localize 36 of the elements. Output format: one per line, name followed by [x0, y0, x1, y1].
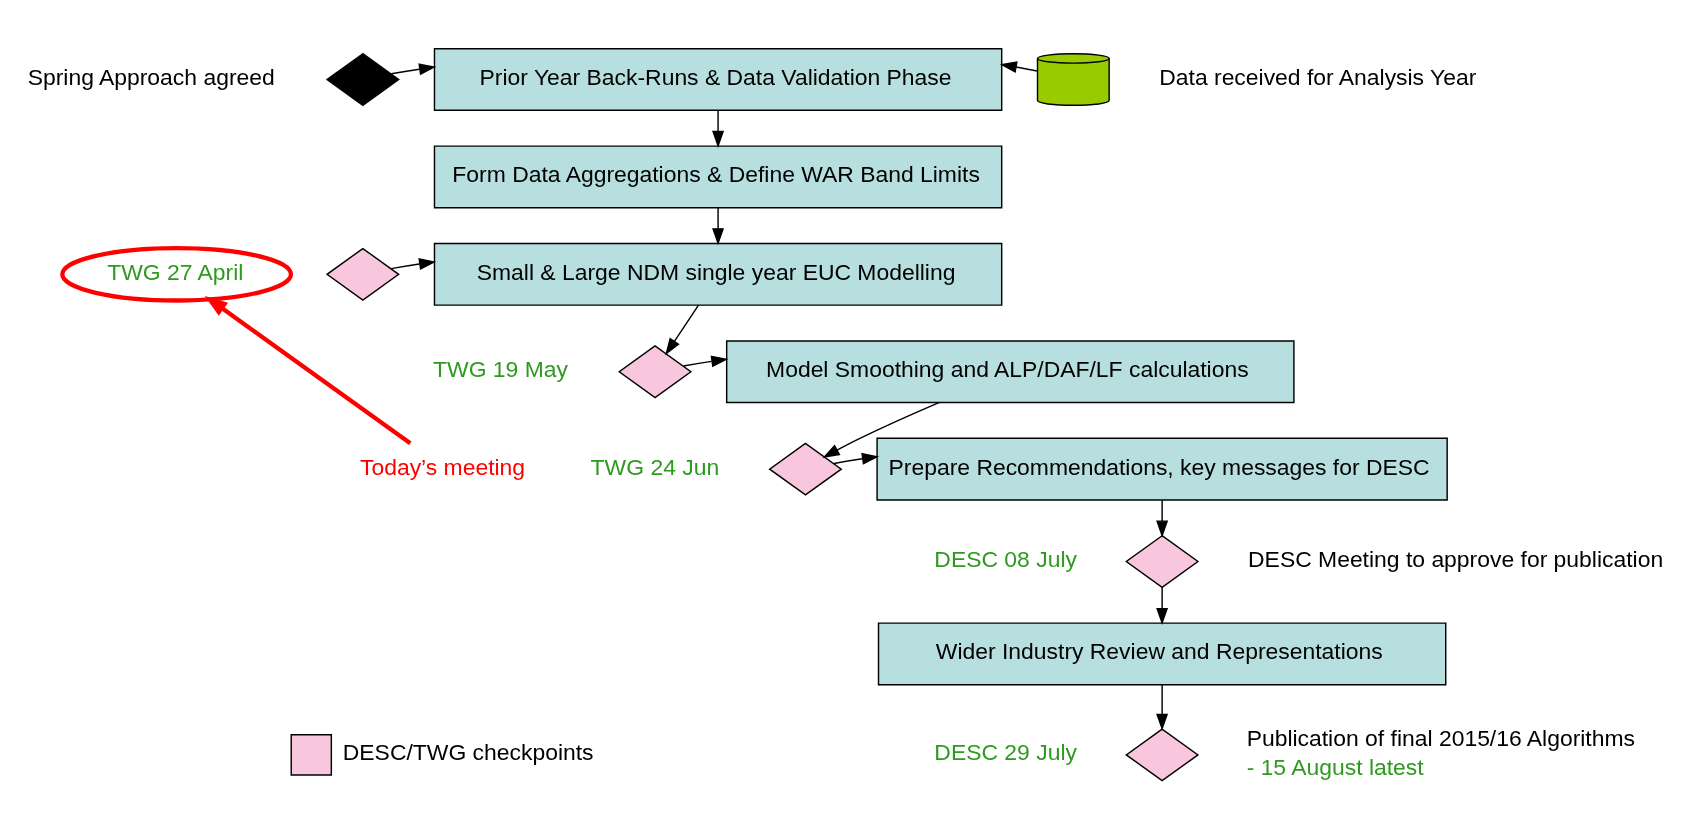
- arrow: [1156, 683, 1169, 731]
- arrow: [833, 452, 880, 465]
- arrow: [712, 109, 725, 148]
- node-label: Data received for Analysis Year: [1159, 63, 1477, 90]
- node-diamond: [325, 247, 400, 301]
- node-box: Prepare Recommendations, key messages for DESC: [876, 437, 1448, 501]
- node-box: Form Data Aggregations & Define WAR Band Limits: [433, 144, 1003, 208]
- arrow: [665, 303, 700, 355]
- arrow: [390, 62, 437, 75]
- node-label: DESC 29 July: [934, 738, 1077, 765]
- node-box: Wider Industry Review and Representations: [877, 621, 1447, 685]
- node-box: Model Smoothing and ALP/DAF/LF calculations: [725, 339, 1295, 403]
- node-box: Prior Year Back-Runs & Data Validation Phase: [433, 47, 1003, 111]
- node-diamond: [1125, 534, 1200, 588]
- node-ellipse: TWG 27 April: [60, 245, 294, 303]
- node-label: TWG 19 May: [433, 355, 568, 382]
- arrow: [204, 295, 412, 445]
- arrow: [1156, 586, 1169, 625]
- arrow: [682, 354, 729, 367]
- arrow: [390, 257, 437, 270]
- node-label: DESC 08 July: [934, 545, 1077, 572]
- arrow: [1156, 499, 1169, 538]
- node-label: Spring Approach agreed: [27, 63, 275, 90]
- node-box: Small & Large NDM single year EUC Modelling: [433, 242, 1003, 306]
- legend-label: DESC/TWG checkpoints: [342, 738, 594, 765]
- node-diamond: [618, 344, 693, 398]
- arrow: [822, 401, 940, 458]
- node-label: Publication of final 2015/16 Algorithms: [1246, 724, 1636, 751]
- node-label: - 15 August latest: [1246, 753, 1424, 780]
- node-label: DESC Meeting to approve for publication: [1248, 545, 1664, 572]
- node-diamond: [1125, 727, 1200, 782]
- node-text: Today’s meeting: [359, 453, 526, 480]
- arrow: [712, 206, 725, 245]
- arrow: [999, 60, 1038, 73]
- node-diamond: [325, 52, 400, 106]
- node-label: TWG 24 Jun: [590, 453, 720, 480]
